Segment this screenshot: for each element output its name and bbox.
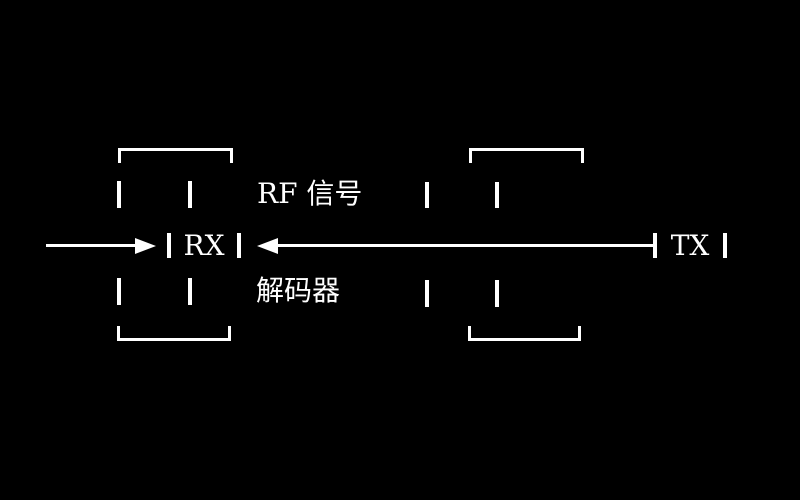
tx-antenna-bottom-bracket [468,326,581,341]
tx-to-rx-arrowhead-icon [257,238,278,254]
tx-antenna-top-bracket [469,148,584,163]
input-arrow-line [46,244,136,247]
tx-right-bar [723,233,727,258]
tx-to-rx-arrow-line [277,244,653,247]
rx-antenna-upper-left-bar [117,181,121,208]
rx-antenna-bottom-bracket [117,326,231,341]
rx-antenna-lower-right-bar [188,278,192,305]
decoder-label: 解码器 [256,274,341,307]
rf-signal-label: RF 信号 [257,177,363,210]
rx-antenna-upper-right-bar [188,181,192,208]
tx-label: TX [670,229,710,262]
rx-left-bar [167,233,171,258]
tx-antenna-upper-left-bar [425,182,429,208]
rx-label: RX [183,229,225,262]
rx-right-bar [237,233,241,258]
tx-left-bar [653,233,657,258]
tx-antenna-lower-right-bar [495,280,499,307]
input-arrowhead-icon [135,238,156,254]
rx-antenna-lower-left-bar [117,278,121,305]
tx-antenna-upper-right-bar [495,182,499,208]
rx-antenna-top-bracket [118,148,233,163]
tx-antenna-lower-left-bar [425,280,429,307]
